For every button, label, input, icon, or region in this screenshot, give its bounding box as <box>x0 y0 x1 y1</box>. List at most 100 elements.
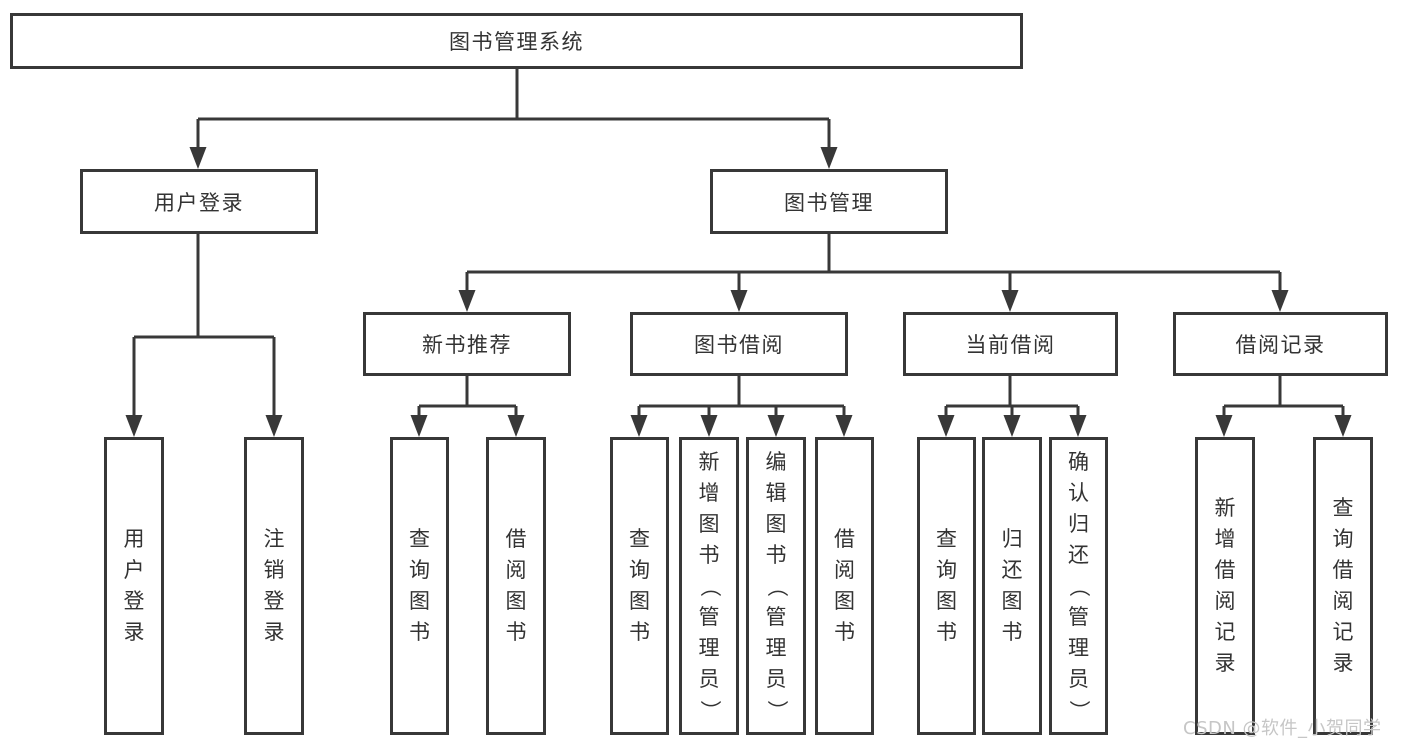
node-label: 用户登录 <box>107 440 161 732</box>
vertical-char: 借 <box>505 527 527 551</box>
vertical-char: 用 <box>123 527 145 551</box>
leaf-add-books-admin: 新增图书（管理员） <box>679 437 739 735</box>
vertical-char: 图 <box>1001 589 1023 613</box>
node-label: 用户登录 <box>154 190 244 215</box>
vertical-char: 书 <box>936 620 957 644</box>
vertical-char: ） <box>697 699 722 721</box>
vertical-char: 管 <box>698 604 720 629</box>
vertical-char: （ <box>1067 575 1091 597</box>
vertical-char: ） <box>764 699 789 721</box>
node-label: 查询图书 <box>393 440 446 732</box>
vertical-char: 查 <box>936 527 957 551</box>
vertical-char: 图 <box>409 589 430 613</box>
vertical-char: （ <box>764 575 789 597</box>
node-new-book-recommendation: 新书推荐 <box>363 312 571 376</box>
vertical-char: 书 <box>409 620 430 644</box>
csdn-watermark: CSDN @软件_小贺同学 <box>1183 718 1382 739</box>
arrowhead-icon <box>189 147 207 169</box>
arrowhead-icon <box>1069 415 1087 437</box>
vertical-char: 新 <box>1214 496 1236 520</box>
node-label: 借阅记录 <box>1235 333 1326 357</box>
arrowhead-icon <box>125 415 143 437</box>
node-label: 确认归还（管理员） <box>1052 440 1105 732</box>
vertical-char: 书 <box>698 542 720 567</box>
vertical-char: 记 <box>1214 620 1236 644</box>
arrowhead-icon <box>507 415 525 437</box>
leaf-borrow-books-borrowing: 借阅图书 <box>815 437 874 735</box>
leaf-borrow-books-recommend: 借阅图书 <box>486 437 546 735</box>
node-book-management: 图书管理 <box>710 169 948 234</box>
vertical-char: 图 <box>936 589 957 613</box>
vertical-char: 查 <box>629 527 650 551</box>
vertical-char: 询 <box>936 558 957 582</box>
vertical-char: 辑 <box>765 480 787 505</box>
leaf-return-books: 归还图书 <box>982 437 1042 735</box>
vertical-char: 理 <box>765 635 787 660</box>
leaf-logout: 注销登录 <box>244 437 304 735</box>
vertical-char: 借 <box>1332 558 1354 582</box>
node-library-management-system: 图书管理系统 <box>10 13 1023 69</box>
node-label: 编辑图书（管理员） <box>749 440 803 732</box>
vertical-char: 录 <box>1214 651 1236 675</box>
node-label: 新增图书（管理员） <box>682 440 736 732</box>
vertical-char: 图 <box>629 589 650 613</box>
node-label: 注销登录 <box>247 440 301 732</box>
vertical-char: 阅 <box>834 558 855 582</box>
vertical-char: 新 <box>698 449 720 474</box>
vertical-char: 图 <box>834 589 855 613</box>
node-label: 新增借阅记录 <box>1198 440 1252 732</box>
vertical-char: 记 <box>1332 620 1354 644</box>
node-label: 图书借阅 <box>694 333 784 357</box>
vertical-char: 询 <box>1332 527 1354 551</box>
leaf-edit-books-admin: 编辑图书（管理员） <box>746 437 806 735</box>
vertical-char: 借 <box>1214 558 1236 582</box>
vertical-char: 查 <box>1332 496 1354 520</box>
vertical-char: ） <box>1067 699 1091 721</box>
arrowhead-icon <box>937 415 955 437</box>
vertical-char: 理 <box>698 635 720 660</box>
node-label: 查询图书 <box>613 440 666 732</box>
arrowhead-icon <box>835 415 853 437</box>
vertical-char: 书 <box>834 620 855 644</box>
vertical-char: 图 <box>765 511 787 536</box>
arrowhead-icon <box>700 415 718 437</box>
node-label: 借阅图书 <box>818 440 871 732</box>
node-label: 新书推荐 <box>422 333 512 357</box>
vertical-char: 理 <box>1068 635 1089 660</box>
vertical-char: 注 <box>263 527 285 551</box>
node-label: 查询借阅记录 <box>1316 440 1370 732</box>
node-label: 借阅图书 <box>489 440 543 732</box>
arrowhead-icon <box>265 415 283 437</box>
node-user-login: 用户登录 <box>80 169 318 234</box>
vertical-char: 登 <box>123 589 145 613</box>
vertical-char: 阅 <box>505 558 527 582</box>
node-current-borrowing: 当前借阅 <box>903 312 1118 376</box>
node-label: 查询图书 <box>920 440 973 732</box>
vertical-char: 询 <box>629 558 650 582</box>
vertical-char: 归 <box>1068 511 1089 536</box>
vertical-char: 编 <box>765 449 787 474</box>
vertical-char: 认 <box>1068 480 1089 505</box>
arrowhead-icon <box>1215 415 1233 437</box>
vertical-char: 录 <box>123 620 145 644</box>
vertical-char: 查 <box>409 527 430 551</box>
vertical-char: 管 <box>1068 604 1089 629</box>
vertical-char: 员 <box>698 666 720 691</box>
arrowhead-icon <box>1334 415 1352 437</box>
node-label: 图书管理 <box>784 190 874 215</box>
vertical-char: 录 <box>1332 651 1354 675</box>
vertical-char: 还 <box>1068 542 1089 567</box>
node-book-borrowing: 图书借阅 <box>630 312 848 376</box>
vertical-char: 归 <box>1001 527 1023 551</box>
vertical-char: 书 <box>505 620 527 644</box>
vertical-char: （ <box>697 575 722 597</box>
leaf-query-books-current: 查询图书 <box>917 437 976 735</box>
node-label: 当前借阅 <box>965 333 1056 357</box>
arrowhead-icon <box>1271 290 1289 312</box>
leaf-confirm-return-admin: 确认归还（管理员） <box>1049 437 1108 735</box>
node-label: 归还图书 <box>985 440 1039 732</box>
arrowhead-icon <box>1001 290 1019 312</box>
arrowhead-icon <box>767 415 785 437</box>
vertical-char: 确 <box>1068 449 1089 474</box>
